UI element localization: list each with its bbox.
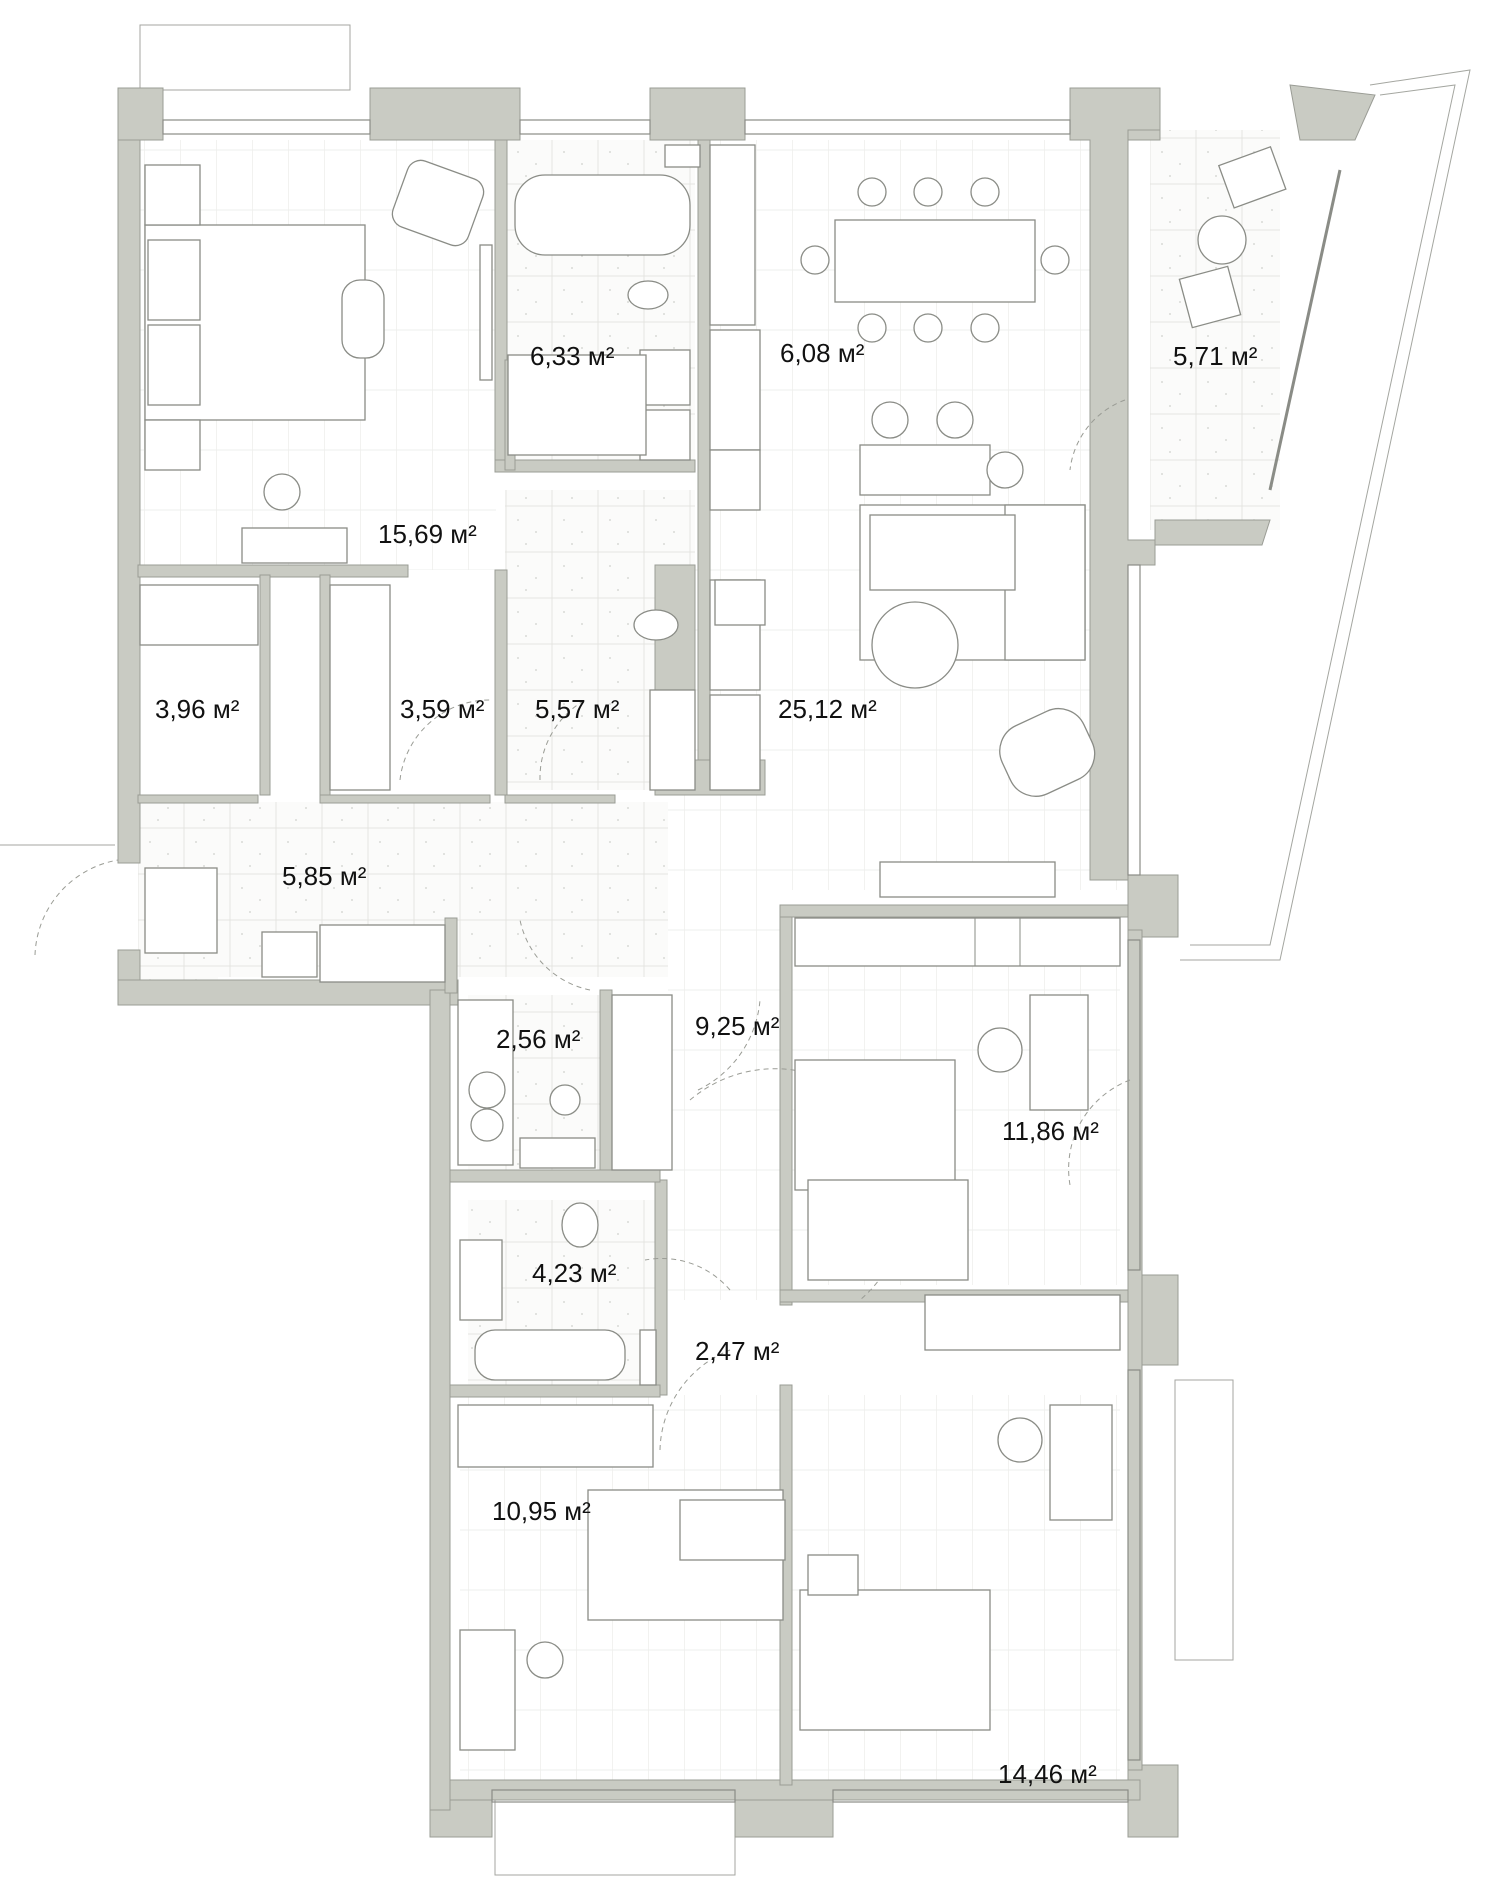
windows	[162, 119, 1342, 1803]
furniture	[139, 144, 1287, 1751]
area-bedroom-2: 11,86 м²	[1002, 1116, 1099, 1146]
area-bedroom-4: 14,46 м²	[998, 1759, 1097, 1789]
area-closet-1: 3,96 м²	[155, 694, 240, 724]
area-hallway: 2,47 м²	[695, 1336, 780, 1366]
area-corridor: 9,25 м²	[695, 1011, 780, 1041]
area-labels: 15,69 м² 6,33 м² 6,08 м² 5,71 м² 3,96 м²…	[155, 338, 1258, 1789]
area-bedroom-3: 10,95 м²	[492, 1496, 591, 1526]
area-living-room: 25,12 м²	[778, 694, 877, 724]
door-swings	[34, 399, 1131, 1451]
area-bathroom-1: 6,33 м²	[530, 341, 615, 371]
walls	[117, 84, 1376, 1838]
area-balcony: 5,71 м²	[1173, 341, 1258, 371]
area-laundry: 2,56 м²	[496, 1024, 581, 1054]
area-bedroom-master: 15,69 м²	[378, 519, 477, 549]
area-bathroom-2: 4,23 м²	[532, 1258, 617, 1288]
area-shower-room: 5,57 м²	[535, 694, 620, 724]
area-kitchen: 6,08 м²	[780, 338, 865, 368]
area-closet-2: 3,59 м²	[400, 694, 485, 724]
area-entrance-hall: 5,85 м²	[282, 861, 367, 891]
